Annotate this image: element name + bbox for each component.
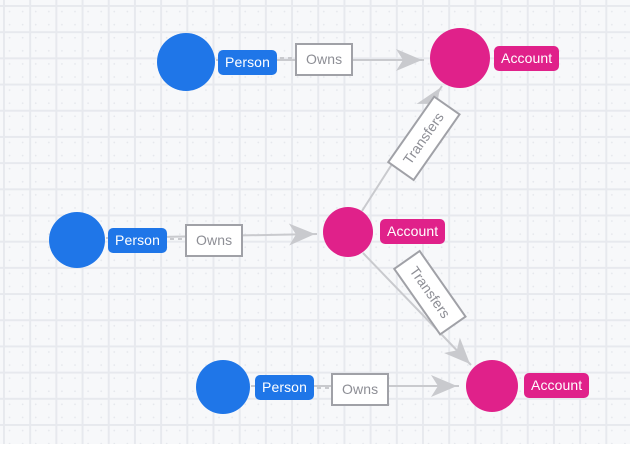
graph-node-person[interactable] [157,33,215,91]
node-label-badge[interactable]: Person [255,375,314,400]
edge-label-owns[interactable]: Owns [185,224,244,257]
graph-node-account[interactable] [430,28,490,88]
graph-node-account[interactable] [323,207,373,257]
edge-label-owns[interactable]: Owns [295,43,354,76]
graph-node-person[interactable] [196,360,250,414]
node-label-badge[interactable]: Account [380,219,446,244]
edge-label-owns[interactable]: Owns [331,373,390,406]
graph-node-person[interactable] [49,212,105,268]
node-label-badge[interactable]: Account [494,46,560,71]
graph-node-account[interactable] [466,360,518,412]
node-label-badge[interactable]: Person [108,228,167,253]
node-label-badge[interactable]: Account [524,373,590,398]
node-label-badge[interactable]: Person [218,50,277,75]
